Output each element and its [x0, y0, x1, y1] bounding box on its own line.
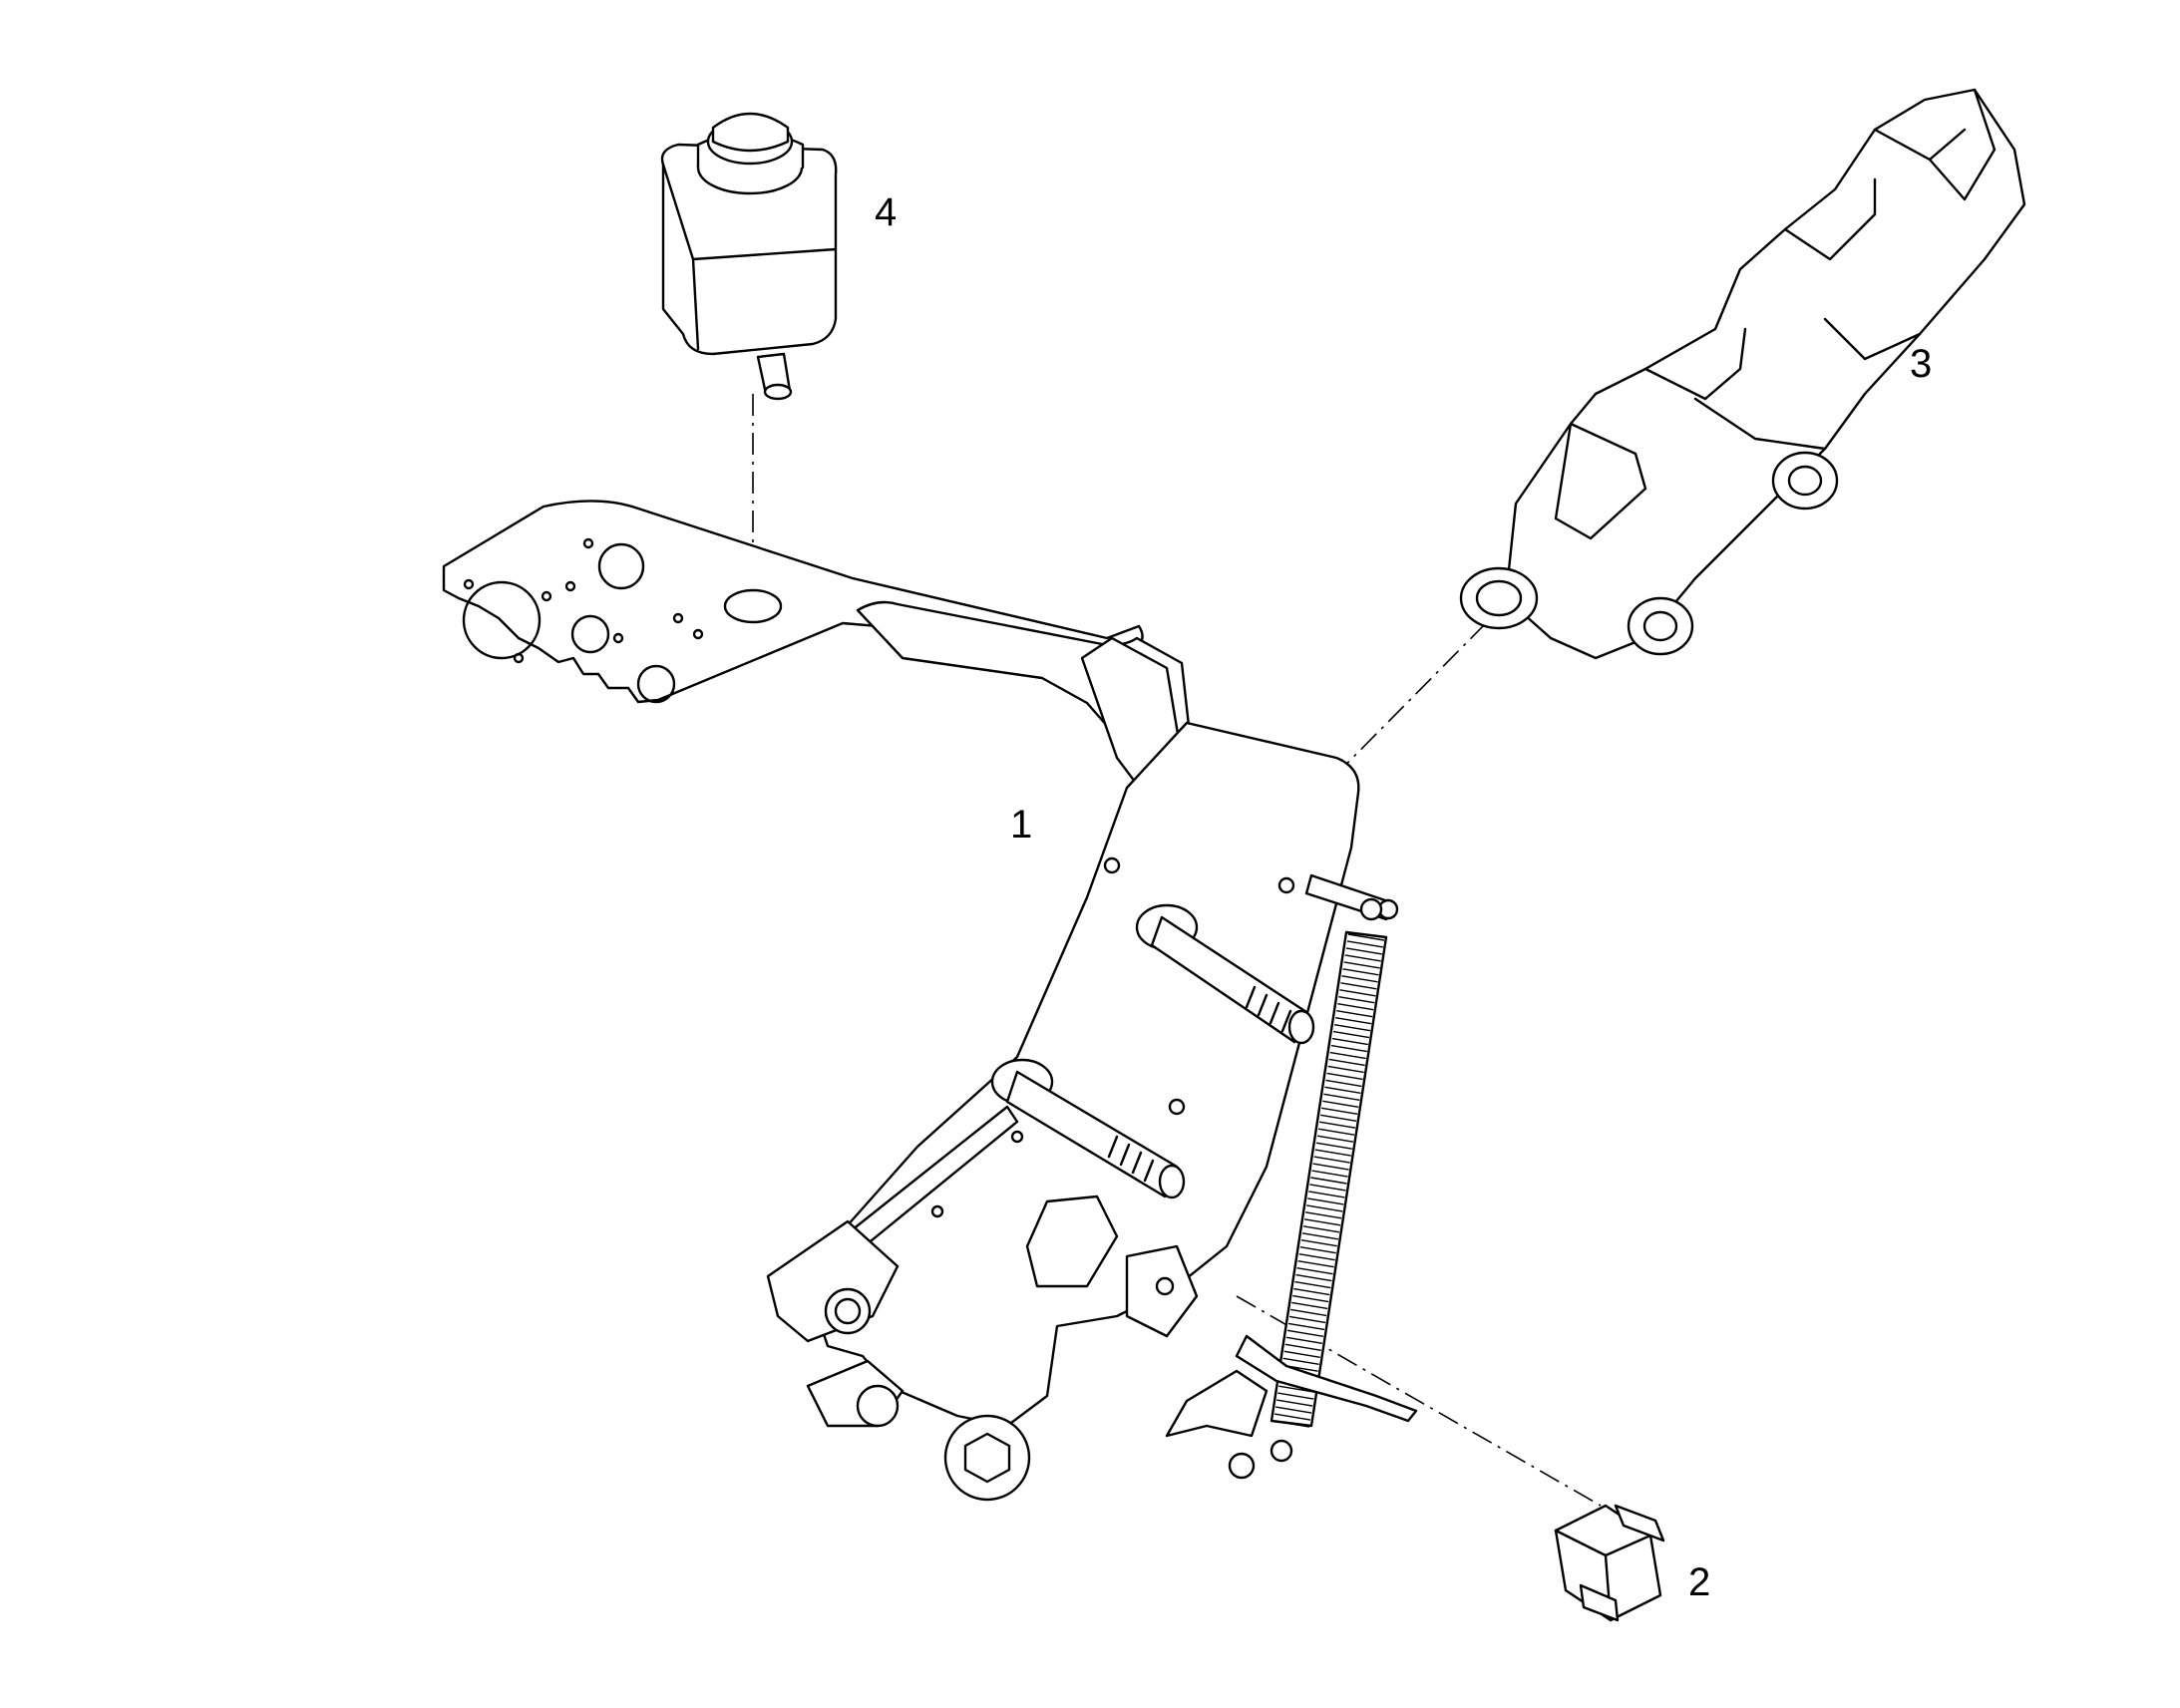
main-plate [796, 721, 1360, 1428]
plate-hole [462, 580, 542, 660]
callout-3: 3 [1910, 342, 1932, 386]
bushing-part[interactable] [1554, 1504, 1665, 1622]
callout-2: 2 [1688, 1560, 1710, 1604]
plate-hole [570, 614, 610, 654]
pedal-bracket-assembly[interactable] [442, 500, 1418, 1502]
pedal-lever [1235, 1334, 1418, 1423]
callout-1: 1 [1010, 803, 1032, 847]
reservoir-hole [723, 588, 783, 624]
plate-hole [597, 542, 645, 590]
lower-mechanism [766, 1195, 1269, 1502]
fitting-nut [1627, 596, 1694, 656]
mounting-plate [442, 500, 1144, 704]
return-spring [1270, 897, 1388, 1463]
fitting-nut [1771, 451, 1839, 511]
fluid-reservoir-part[interactable] [660, 112, 838, 401]
master-cylinder-part[interactable] [1459, 88, 2026, 660]
cylinder-port [1459, 566, 1539, 630]
plate-hole [636, 664, 676, 704]
pivot-pins [930, 856, 1399, 1218]
callout-4: 4 [875, 190, 897, 234]
callout-labels: 1 2 3 4 [875, 190, 1932, 1604]
